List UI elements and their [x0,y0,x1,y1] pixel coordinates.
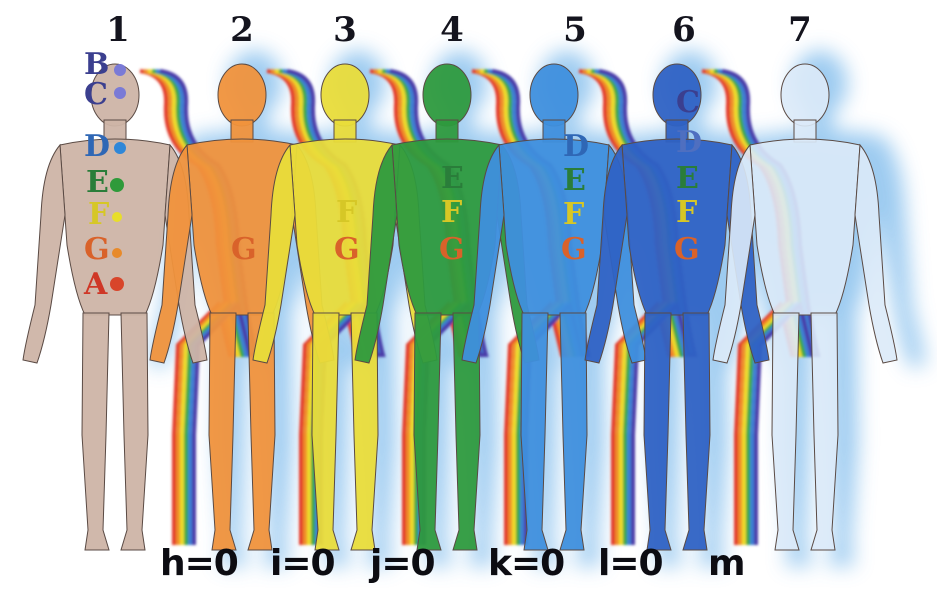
letter-F-fig6: F [676,198,697,228]
letter-G-fig2: G [231,235,257,265]
bottom-label-j: j=0 [370,543,435,584]
letter-G-fig1: G [84,235,110,265]
bottom-label-l: l=0 [598,543,663,584]
chakra-dot-C [114,87,126,99]
bottom-label-m: m [708,543,745,584]
letter-B-fig1: B [84,50,109,80]
letter-A-fig1: A [84,270,107,300]
letter-G-fig5: G [561,235,587,265]
letter-G-fig3: G [334,235,360,265]
chakra-dot-F [112,212,122,222]
chakra-dot-A [110,277,124,291]
letter-E-fig4: E [441,164,464,194]
letter-D-fig5: D [563,132,589,162]
chakra-dot-E [110,178,124,192]
figure-number-3: 3 [325,10,365,50]
figure-number-1: 1 [98,10,138,50]
letter-G-fig6: G [674,235,700,265]
chakra-dot-D [114,142,126,154]
chakra-dot-B [114,64,126,76]
bottom-label-i: i=0 [270,543,335,584]
letter-E-fig6: E [676,164,699,194]
letter-F-fig3: F [336,198,357,228]
figure-number-5: 5 [555,10,595,50]
letter-D-fig1: D [84,132,110,162]
letter-F-fig1: F [88,200,109,230]
letter-G-fig4: G [439,235,465,265]
letter-F-fig4: F [441,198,462,228]
figure-number-4: 4 [432,10,472,50]
bottom-label-h: h=0 [160,543,238,584]
figure-number-6: 6 [664,10,704,50]
figure-number-2: 2 [222,10,262,50]
bottom-label-k: k=0 [488,543,564,584]
letter-D-fig6: D [676,128,702,158]
letter-E-fig1: E [86,168,109,198]
letter-E-fig5: E [563,166,586,196]
letter-C-fig6: C [676,88,700,118]
letter-F-fig5: F [563,200,584,230]
letter-C-fig1: C [84,80,108,110]
figure-number-7: 7 [780,10,820,50]
chakra-dot-G [112,248,122,258]
